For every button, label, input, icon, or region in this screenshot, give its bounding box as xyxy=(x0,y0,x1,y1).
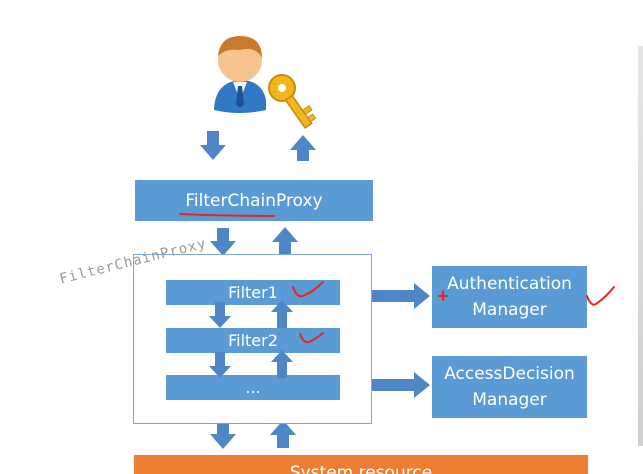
access-decision-manager-line1: AccessDecision xyxy=(444,364,575,384)
checkmark-filter1 xyxy=(292,281,324,298)
arrow-up-filter2-overlay xyxy=(271,300,293,328)
arrow-down-to-system xyxy=(210,420,236,449)
authentication-manager-line1: Authentication xyxy=(447,274,572,294)
filter1-box: Filter1 xyxy=(166,280,340,305)
access-decision-manager-line2: Manager xyxy=(472,390,547,410)
authentication-manager-box: Authentication Manager xyxy=(432,266,587,328)
arrow-up-from-system xyxy=(270,420,296,448)
arrow-down-proxy-to-filters xyxy=(210,228,236,256)
system-resource-label: System resource xyxy=(289,463,433,474)
access-decision-manager-box: AccessDecision Manager xyxy=(432,356,587,418)
filter-more-label: ... xyxy=(245,378,261,397)
underline-filter-chain-proxy xyxy=(179,213,275,217)
arrow-down-user-to-proxy xyxy=(200,131,226,160)
filter1-label: Filter1 xyxy=(228,283,278,302)
arrow-up-filters-to-proxy xyxy=(272,227,298,255)
checkmark-filter2 xyxy=(299,332,324,344)
authentication-manager-line2: Manager xyxy=(472,300,547,320)
filter-chain-proxy-label: FilterChainProxy xyxy=(185,190,323,211)
arrow-down-filter1-overlay xyxy=(209,302,231,328)
system-resource-box: System resource xyxy=(134,455,588,474)
arrow-up-filter3-overlay xyxy=(271,350,293,378)
double-arrow-access-decision xyxy=(344,372,430,398)
arrow-up-proxy-to-user xyxy=(290,135,316,161)
filter-chain-proxy-box: FilterChainProxy xyxy=(135,180,373,221)
double-arrow-authentication xyxy=(344,283,430,309)
checkmark-authentication-manager xyxy=(586,286,615,306)
arrow-down-filter2-overlay xyxy=(209,352,231,378)
right-edge-strip xyxy=(638,46,643,446)
filter-more-box: ... xyxy=(166,375,340,400)
plus-mark-authentication xyxy=(438,290,448,301)
filter2-label: Filter2 xyxy=(228,331,278,350)
filter2-box: Filter2 xyxy=(166,328,340,353)
